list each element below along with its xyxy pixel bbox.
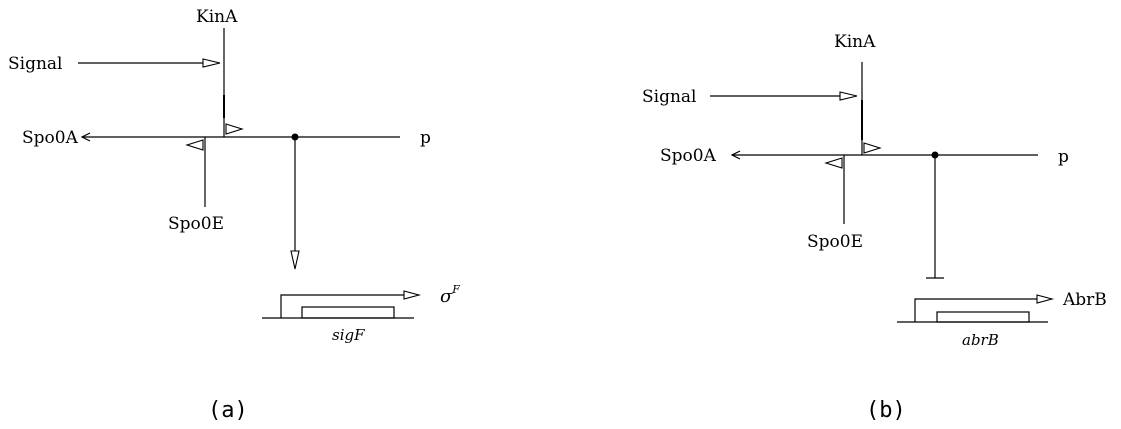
product-label: AbrB (1062, 290, 1107, 310)
kina-label: KinA (196, 7, 238, 27)
promoter-arrow (280, 294, 404, 318)
spo0a-label: Spo0A (22, 128, 79, 148)
phosphate-label: p (1058, 147, 1069, 167)
gene-box (936, 311, 1030, 323)
activation-arrowhead (290, 250, 300, 270)
signal-arrowhead (202, 58, 221, 68)
spo0a-arrowhead (80, 132, 91, 142)
product-label: σF (440, 283, 460, 307)
panel-a: KinA Signal Spo0A p Spo0E sigF σF (a) (8, 7, 460, 423)
spo0e-arrowhead (185, 139, 204, 151)
panel-b-caption: (b) (866, 398, 906, 423)
panel-b: KinA Signal Spo0A p Spo0E abrB AbrB (b) (642, 32, 1107, 423)
phosphotransfer-arrowhead (225, 123, 244, 135)
product-symbol: σ (440, 286, 453, 307)
gene-box (301, 306, 395, 319)
spo0a-label: Spo0A (660, 146, 717, 166)
kina-label: KinA (834, 32, 876, 52)
signal-label: Signal (8, 54, 63, 74)
product-superscript: F (451, 283, 460, 296)
signal-label: Signal (642, 87, 697, 107)
promoter-arrowhead (403, 290, 422, 300)
spo0e-arrowhead (824, 157, 843, 169)
signal-arrowhead (839, 91, 858, 101)
panel-a-caption: (a) (208, 398, 248, 423)
gene-label: sigF (332, 326, 365, 344)
promoter-arrowhead (1036, 294, 1055, 304)
spo0e-label: Spo0E (168, 214, 224, 234)
promoter-arrow (914, 298, 1037, 322)
phosphate-label: p (420, 128, 431, 148)
spo0e-label: Spo0E (807, 232, 863, 252)
phosphotransfer-arrowhead (863, 142, 882, 154)
gene-label: abrB (962, 331, 999, 349)
spo0a-arrowhead (730, 150, 741, 160)
